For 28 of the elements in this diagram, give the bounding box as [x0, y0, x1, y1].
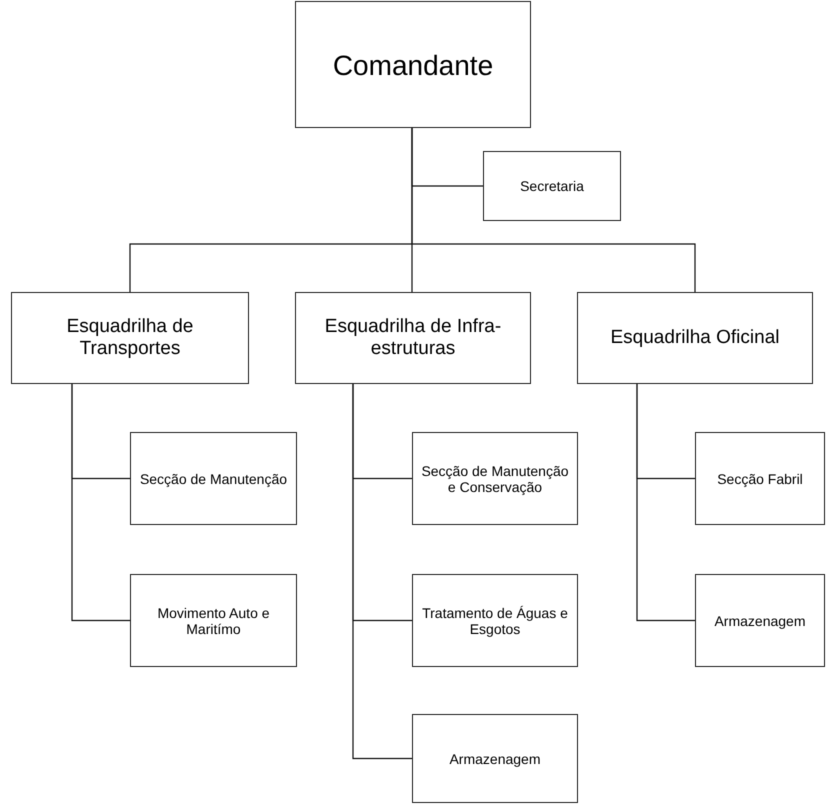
- unit-name: Secção Fabril: [716, 470, 804, 486]
- unit-name: Secretaria: [519, 178, 585, 194]
- unit-name: Secção de Manutenção: [138, 470, 288, 486]
- connector-line: [71, 384, 130, 622]
- unit-name: Esquadrilha de Transportes: [66, 316, 194, 360]
- unit-box: [11, 292, 249, 384]
- unit-box: [577, 292, 813, 384]
- unit-name: Tratamento de Águas e Esgotos: [421, 604, 569, 636]
- unit-box: [412, 574, 578, 667]
- unit-box: [695, 432, 825, 525]
- unit-box: [483, 151, 621, 221]
- connector-line: [352, 384, 412, 760]
- unit-box: [130, 432, 297, 525]
- unit-name: Secção de Manutenção e Conservação: [420, 462, 570, 494]
- unit-name: Armazenagem: [448, 750, 542, 766]
- unit-name: Comandante: [332, 52, 494, 80]
- unit-box: [695, 574, 825, 667]
- unit-name: Esquadrilha Oficinal: [610, 327, 780, 349]
- unit-box: [412, 432, 578, 525]
- unit-name: Esquadrilha de Infra-estruturas: [324, 316, 502, 360]
- unit-box: [130, 574, 297, 667]
- unit-name: Armazenagem: [713, 612, 807, 628]
- unit-box: [295, 292, 531, 384]
- unit-name: Movimento Auto e Maritímo: [156, 604, 271, 636]
- connector-line: [411, 128, 696, 292]
- commander-box: [295, 1, 531, 128]
- connector-line: [636, 384, 695, 622]
- unit-box: [412, 714, 578, 803]
